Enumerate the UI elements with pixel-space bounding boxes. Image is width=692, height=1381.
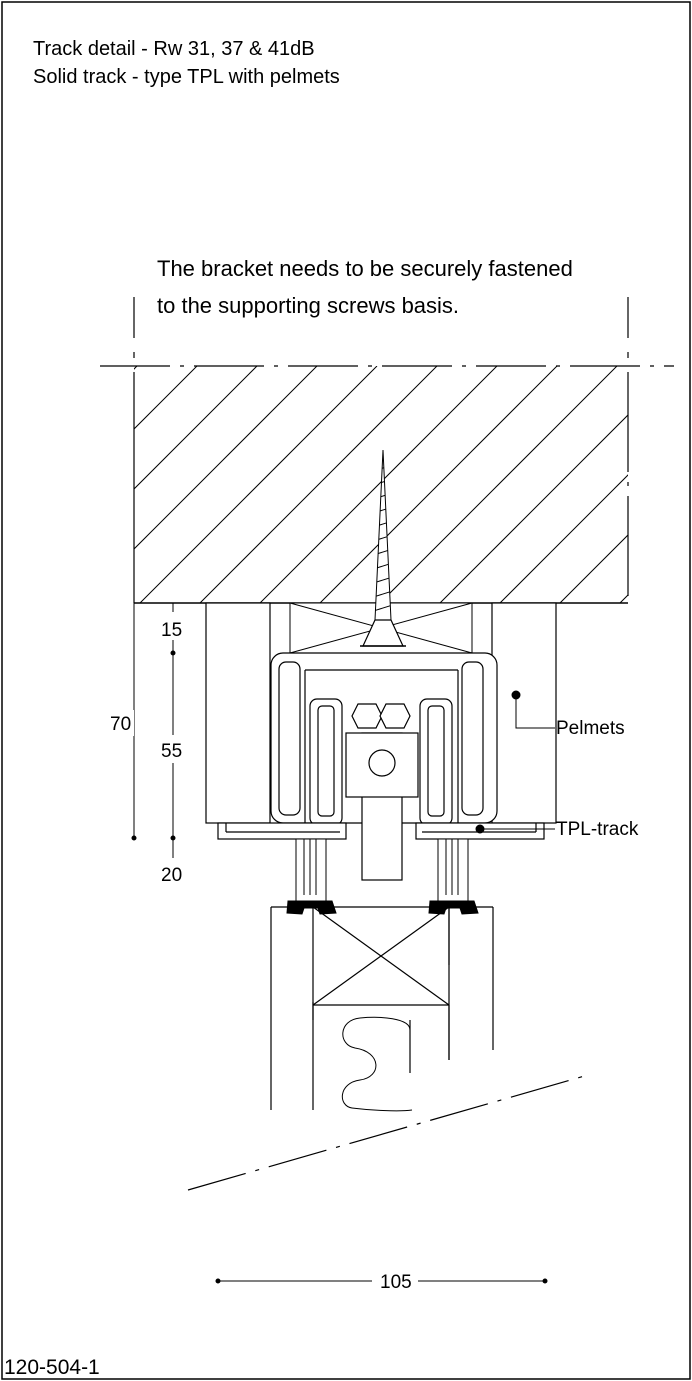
tpl-track-label: TPL-track	[556, 819, 639, 840]
note-line-2: to the supporting screws basis.	[157, 293, 459, 318]
pelmets-label: Pelmets	[556, 718, 625, 739]
dim-top: 15	[161, 620, 182, 641]
pelmets-callout	[511, 690, 555, 729]
partition-panel	[187, 906, 589, 1191]
dim-width: 105	[380, 1272, 412, 1293]
ceiling-structure	[100, 297, 674, 604]
carriage-hardware	[345, 703, 419, 881]
drawing-number: 120-504-1	[4, 1356, 100, 1379]
tpl-track-callout	[475, 824, 555, 834]
dim-bottom: 20	[161, 865, 182, 886]
ceiling-hatch	[134, 366, 628, 603]
dim-total-height: 70	[110, 714, 131, 735]
fixing-screw	[360, 449, 406, 647]
title-line-1: Track detail - Rw 31, 37 & 41dB	[33, 38, 315, 60]
title-line-2: Solid track - type TPL with pelmets	[33, 66, 340, 88]
pelmets	[205, 602, 557, 824]
roller-circle	[368, 749, 396, 777]
note-line-1: The bracket needs to be securely fastene…	[157, 256, 573, 281]
dim-middle: 55	[161, 741, 182, 762]
